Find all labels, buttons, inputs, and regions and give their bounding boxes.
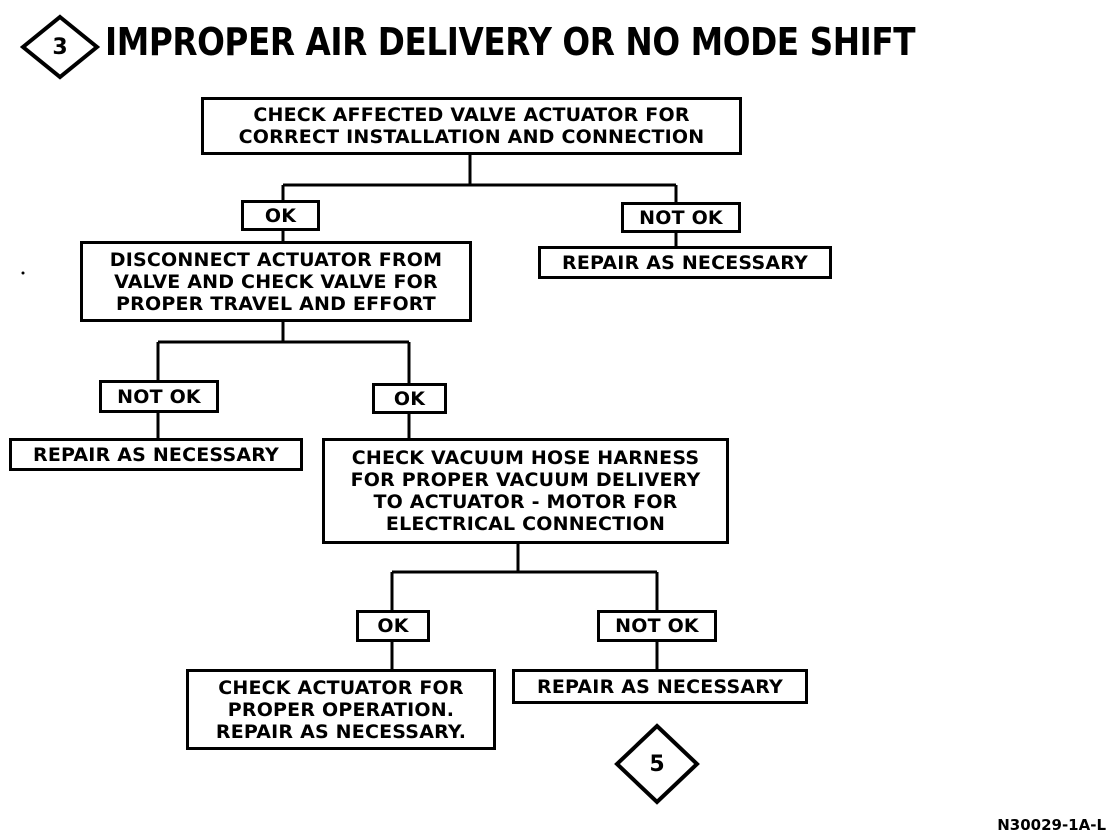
box-text-line: OK — [377, 615, 409, 637]
connector-low-split — [390, 543, 659, 610]
page-title: IMPROPER AIR DELIVERY OR NO MODE SHIFT — [105, 20, 916, 64]
ok-label-1: OK — [241, 200, 320, 231]
box-text-line: REPAIR AS NECESSARY — [33, 443, 279, 466]
ok-label-3: OK — [356, 610, 430, 642]
not-ok-label-1: NOT OK — [621, 202, 741, 233]
box-text-line: REPAIR AS NECESSARY — [562, 251, 808, 274]
not-ok-label-3: NOT OK — [597, 610, 717, 642]
connector-mid-split — [156, 321, 411, 384]
next-step-diamond-icon — [614, 723, 700, 805]
step-number: 3 — [52, 34, 68, 60]
box-text-line: PROPER TRAVEL AND EFFORT — [116, 292, 436, 315]
box-text-line: REPAIR AS NECESSARY — [537, 675, 783, 698]
box-text-line: CORRECT INSTALLATION AND CONNECTION — [238, 126, 705, 148]
repair-box-1: REPAIR AS NECESSARY — [538, 246, 832, 279]
box-text-line: DISCONNECT ACTUATOR FROM — [109, 248, 443, 271]
box-text-line: NOT OK — [639, 206, 723, 229]
step-number-diamond-icon — [20, 14, 100, 80]
box-text-line: OK — [264, 204, 297, 227]
repair-box-3: REPAIR AS NECESSARY — [512, 669, 808, 704]
ok-label-2: OK — [372, 383, 447, 414]
box-text-line: CHECK VACUUM HOSE HARNESS — [351, 447, 700, 469]
box-text-line: FOR PROPER VACUUM DELIVERY — [350, 469, 701, 491]
box-text-line: REPAIR AS NECESSARY. — [215, 720, 467, 743]
connector-top-split — [281, 155, 678, 202]
box-text-line: NOT OK — [615, 615, 699, 637]
repair-box-2: REPAIR AS NECESSARY — [9, 438, 303, 471]
box-text-line: ELECTRICAL CONNECTION — [385, 513, 666, 535]
next-step-number: 5 — [649, 751, 665, 777]
box-text-line: VALVE AND CHECK VALVE FOR — [114, 270, 438, 293]
not-ok-label-2: NOT OK — [99, 380, 219, 413]
box-text-line: PROPER OPERATION. — [227, 698, 455, 721]
box-text-line: OK — [393, 387, 426, 410]
box-text-line: NOT OK — [117, 385, 201, 408]
box-text-line: CHECK ACTUATOR FOR — [218, 676, 464, 699]
box-text-line: TO ACTUATOR - MOTOR FOR — [373, 491, 678, 513]
figure-code: N30029-1A-L — [997, 816, 1106, 834]
box-text-line: CHECK AFFECTED VALVE ACTUATOR FOR — [253, 104, 690, 126]
